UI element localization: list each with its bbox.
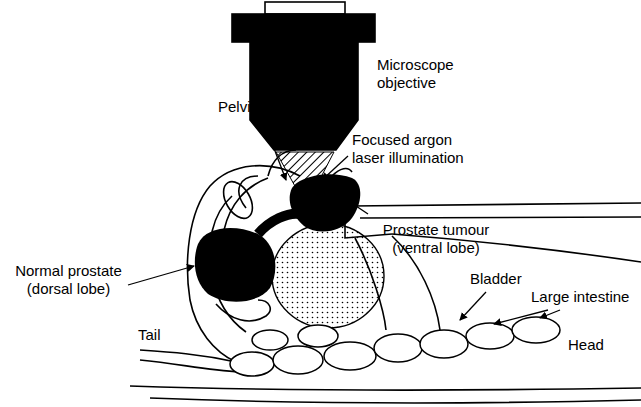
- part-label: Microscope objective: [377, 56, 487, 92]
- part-label: Large intestine: [531, 288, 637, 306]
- part-label: Bladder: [470, 270, 550, 288]
- part-label: Prostate tumour (ventral lobe): [370, 221, 502, 257]
- part-label: Tail: [138, 326, 188, 344]
- part-label: Normal prostate (dorsal lobe): [6, 262, 131, 298]
- part-label: Pelvic cavity: [218, 98, 338, 116]
- part-label: Focused argon laser illumination: [352, 131, 479, 167]
- part-label: Head: [568, 336, 628, 354]
